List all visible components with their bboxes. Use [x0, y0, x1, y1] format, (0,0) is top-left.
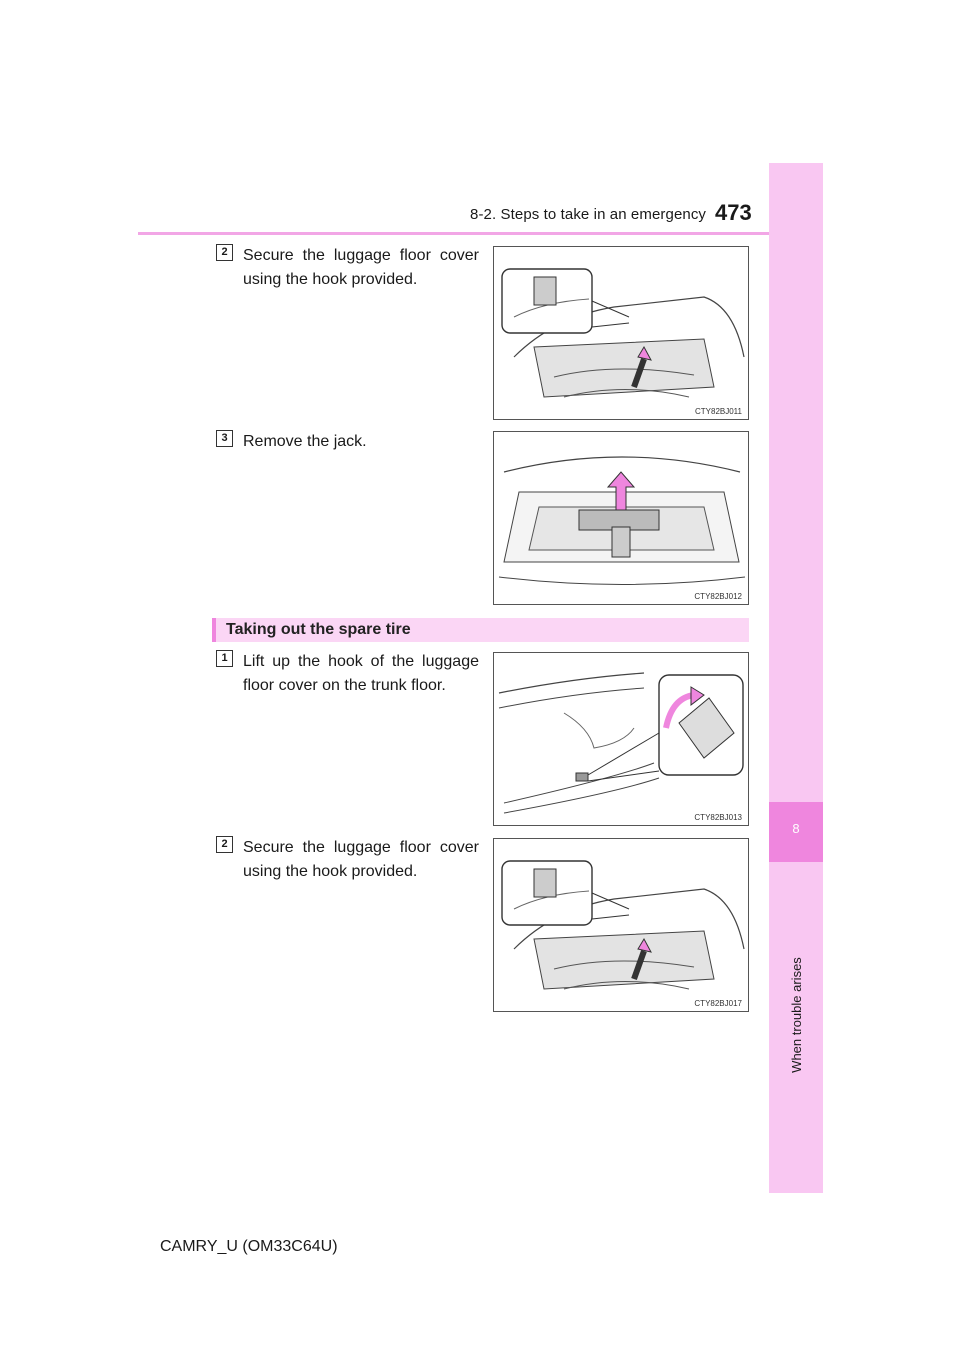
jack-drawing	[498, 456, 746, 585]
page-number: 473	[715, 200, 752, 225]
step-text: Secure the luggage floor cover using the…	[243, 247, 479, 288]
secure-cover-illustration: CTY82BJ017	[493, 838, 749, 1012]
section-title: 8-2. Steps to take in an emergency	[470, 206, 707, 223]
step-text: Remove the jack.	[243, 433, 367, 450]
chapter-number: 8	[792, 821, 800, 836]
step-text: Secure the luggage floor cover using the…	[243, 839, 479, 880]
section-heading-bar	[212, 618, 749, 642]
secure-cover-drawing	[501, 860, 745, 990]
remove-jack-illustration: CTY82BJ012	[493, 431, 749, 605]
step-number-badge: 3	[216, 430, 233, 447]
lift-hook-drawing	[498, 672, 744, 814]
figure-code: CTY82BJ013	[694, 813, 742, 822]
section-heading: Taking out the spare tire	[226, 621, 411, 638]
model-code-footer: CAMRY_U (OM33C64U)	[160, 1238, 338, 1255]
trunk-hook-drawing	[501, 268, 745, 398]
step-number-badge: 2	[216, 244, 233, 261]
step-number-badge: 1	[216, 650, 233, 667]
lift-hook-illustration: CTY82BJ013	[493, 652, 749, 826]
header-rule	[138, 232, 823, 235]
figure-code: CTY82BJ012	[694, 592, 742, 601]
figure-code: CTY82BJ011	[695, 407, 742, 416]
chapter-label: When trouble arises	[788, 957, 804, 1073]
chapter-tab-marker	[769, 802, 823, 862]
chapter-side-tab	[769, 163, 823, 1193]
trunk-hook-illustration: CTY82BJ011	[493, 246, 749, 420]
step-text: Lift up the hook of the luggage floor co…	[243, 653, 479, 694]
step-number-badge: 2	[216, 836, 233, 853]
figure-code: CTY82BJ017	[694, 999, 742, 1008]
